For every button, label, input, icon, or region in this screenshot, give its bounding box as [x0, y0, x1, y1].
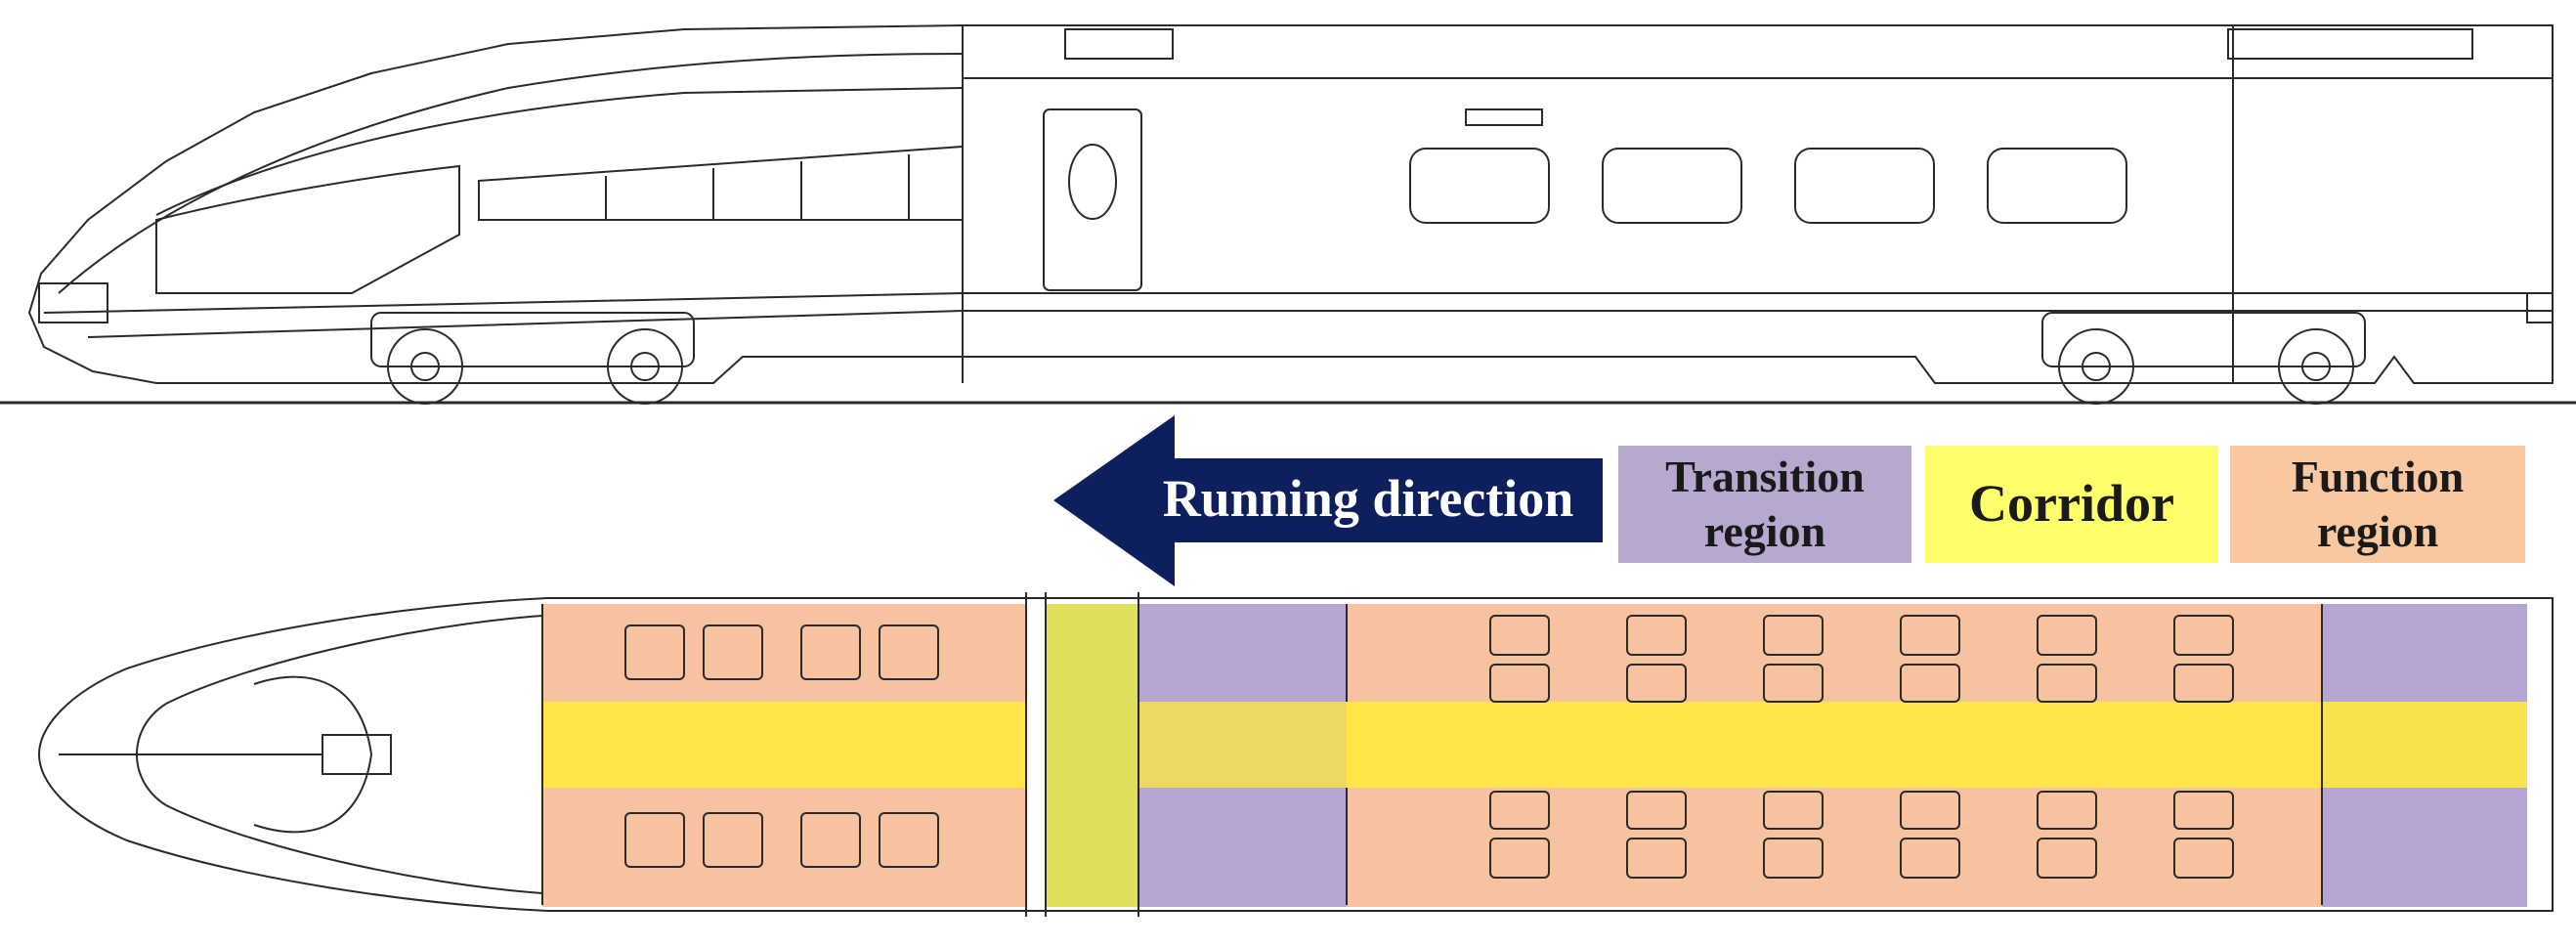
- seat-icon: [1626, 615, 1687, 656]
- windshield: [155, 164, 460, 294]
- train-side-view: [0, 24, 2576, 405]
- legend-transition-region: Transition region: [1618, 446, 1911, 563]
- seat-icon: [703, 624, 763, 680]
- seat-icon: [1763, 791, 1824, 830]
- corridor-main: [1347, 702, 2527, 788]
- seat-icon: [879, 812, 939, 868]
- seat-icon: [800, 812, 861, 868]
- seat-icon: [1626, 838, 1687, 879]
- seat-icon: [1763, 615, 1824, 656]
- seat-icon: [1900, 664, 1960, 703]
- seat-icon: [703, 812, 763, 868]
- seat-icon: [879, 624, 939, 680]
- vestibule-region: [1046, 604, 1138, 907]
- seat-icon: [2173, 791, 2234, 830]
- seat-icon: [1763, 664, 1824, 703]
- door-window: [1068, 144, 1117, 220]
- legend-transition-label: Transition region: [1665, 451, 1865, 556]
- seat-icon: [1763, 838, 1824, 879]
- seat-icon: [624, 812, 685, 868]
- seat-icon: [2037, 791, 2097, 830]
- nose-contour: [478, 145, 964, 221]
- seat-icon: [1900, 838, 1960, 879]
- seat-icon: [1489, 838, 1550, 879]
- rear-end-cap: [2526, 292, 2554, 323]
- corridor-toilet-section: [1138, 702, 1347, 788]
- plan-outline: [37, 597, 2554, 912]
- corridor-front: [542, 702, 1026, 788]
- legend-function-region: Function region: [2230, 446, 2525, 563]
- side-window: [1602, 148, 1742, 224]
- legend-corridor: Corridor: [1925, 446, 2218, 563]
- nose-contour: [58, 53, 964, 294]
- seat-icon: [2173, 838, 2234, 879]
- legend-corridor-label: Corridor: [1969, 474, 2174, 534]
- destination-sign: [1465, 108, 1543, 126]
- seat-icon: [1489, 615, 1550, 656]
- front-bogie: [370, 312, 695, 405]
- roof-equipment: [2227, 28, 2473, 60]
- rear-bogie: [2041, 312, 2366, 405]
- seat-icon: [2037, 838, 2097, 879]
- seat-icon: [2037, 615, 2097, 656]
- seat-icon: [800, 624, 861, 680]
- side-window: [1987, 148, 2127, 224]
- seat-icon: [1626, 791, 1687, 830]
- driver-seat: [322, 734, 392, 775]
- side-window: [1794, 148, 1935, 224]
- car-body-outline: [27, 24, 2554, 384]
- seat-icon: [1900, 791, 1960, 830]
- front-coupler: [38, 282, 108, 323]
- seat-icon: [1626, 664, 1687, 703]
- legend-function-label: Function region: [2291, 451, 2465, 556]
- seat-icon: [2173, 615, 2234, 656]
- seat-icon: [624, 624, 685, 680]
- nose-contour: [43, 292, 964, 314]
- nose-contour: [87, 310, 964, 338]
- seat-icon: [1489, 664, 1550, 703]
- seat-icon: [1900, 615, 1960, 656]
- cab-console: [253, 675, 373, 834]
- running-direction-arrow: [1053, 415, 1603, 586]
- side-window: [1409, 148, 1550, 224]
- running-direction-label: Running direction: [1162, 469, 1574, 528]
- seat-icon: [1489, 791, 1550, 830]
- train-plan-view: [37, 592, 2554, 917]
- seat-icon: [2173, 664, 2234, 703]
- nose-contour: [155, 87, 964, 216]
- seat-icon: [2037, 664, 2097, 703]
- side-door: [1043, 108, 1142, 291]
- roof-equipment: [1064, 28, 1174, 60]
